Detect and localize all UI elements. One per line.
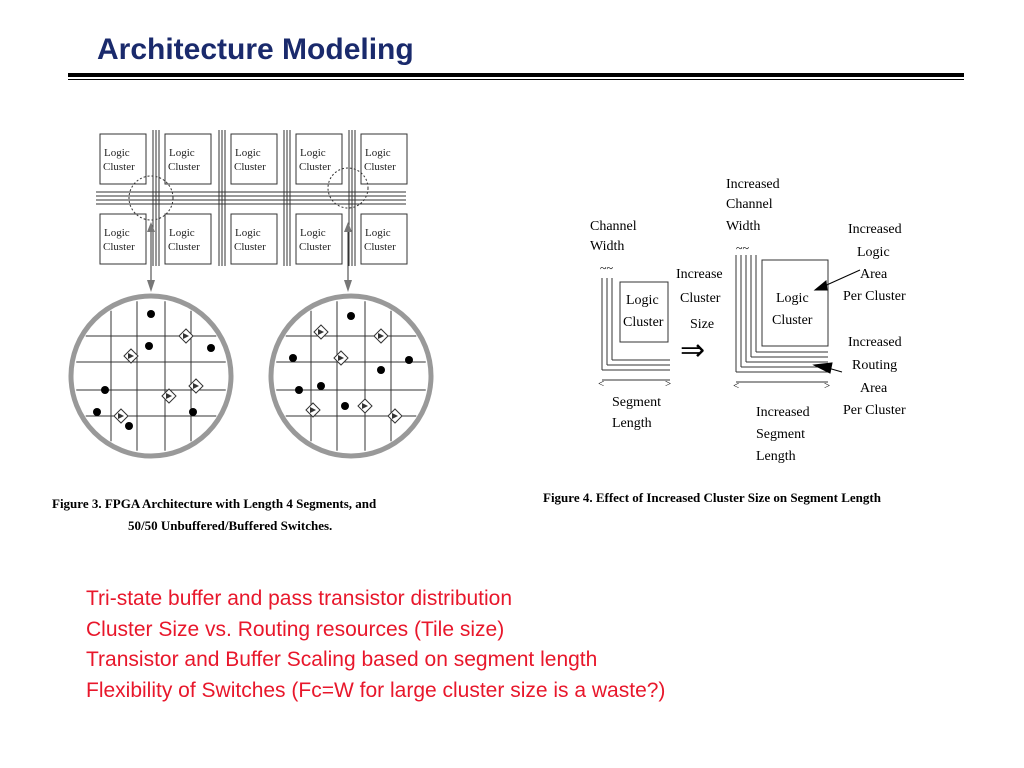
increase-label-3: Size [690,317,714,332]
connection-dot [377,366,385,374]
bullet-item: Cluster Size vs. Routing resources (Tile… [86,617,505,641]
inc-channel-label-3: Width [726,219,760,234]
inc-segment-label-3: Length [756,449,796,464]
connection-dot [125,422,133,430]
logic-cluster-label: Cluster [299,161,331,173]
logic-cluster-label: Logic [169,147,195,159]
logic-cluster-label: Logic [104,147,130,159]
logic-cluster-box [360,213,408,265]
logic-cluster-box [230,213,278,265]
inc-routing-label-4: Per Cluster [843,403,906,418]
large-cluster-label-1: Logic [776,291,809,306]
logic-cluster-label: Cluster [168,161,200,173]
channel-width-label-2: Width [590,239,624,254]
logic-cluster-label: Cluster [234,241,266,253]
logic-cluster-box [360,133,408,185]
large-cluster-label-2: Cluster [772,313,813,328]
inc-routing-label-3: Area [860,381,888,396]
zoom-circles [68,293,434,459]
figure-4-diagram: Channel Width ~~ Logic Cluster < > Segme… [543,177,906,505]
logic-cluster-label: Logic [300,147,326,159]
logic-cluster-label: Cluster [168,241,200,253]
logic-cluster-label: Cluster [103,161,135,173]
segment-arrow-right: > [665,378,671,390]
logic-cluster-box [99,213,147,265]
title-underline-thin [68,79,964,80]
logic-cluster-box [295,213,343,265]
inc-segment-label-1: Increased [756,405,810,420]
connection-dot [347,312,355,320]
logic-cluster-label: Cluster [364,241,396,253]
small-cluster-label-1: Logic [626,293,659,308]
inc-logic-label-3: Area [860,267,888,282]
inc-segment-label-2: Segment [756,427,805,442]
connection-dot [289,354,297,362]
logic-cluster-label: Logic [365,227,391,239]
inc-channel-tilde: ~~ [736,241,749,255]
title-underline [68,73,964,77]
bullet-item: Flexibility of Switches (Fc=W for large … [86,678,666,702]
connection-dot [189,408,197,416]
figure-3-caption-line1: Figure 3. FPGA Architecture with Length … [52,496,377,511]
inc-channel-label-2: Channel [726,197,773,212]
bullet-item: Tri-state buffer and pass transistor dis… [86,587,513,610]
slide-title: Architecture Modeling [97,33,414,66]
segment-length-label-1: Segment [612,395,661,410]
inc-routing-label-1: Increased [848,335,902,350]
logic-cluster-box [295,133,343,185]
logic-cluster-label: Logic [169,227,195,239]
connection-dot [317,382,325,390]
inc-logic-label-2: Logic [857,245,890,260]
bullet-list: Tri-state buffer and pass transistor dis… [86,584,665,706]
logic-cluster-box [99,133,147,185]
increase-label-2: Cluster [680,291,721,306]
connection-dot [101,386,109,394]
connection-dot [93,408,101,416]
logic-cluster-box [164,133,212,185]
logic-cluster-label: Logic [104,227,130,239]
large-cluster-diagram [735,255,829,383]
increase-label-1: Increase [676,267,723,282]
inc-segment-arrow-left: < [733,380,739,392]
segment-arrow-left: < [598,378,604,390]
implies-arrow: ⇒ [680,334,705,367]
inc-segment-arrow-right: > [824,380,830,392]
figure-3-diagram: LogicClusterLogicClusterLogicClusterLogi… [52,130,434,533]
logic-cluster-label: Cluster [299,241,331,253]
zoom-circle [68,293,234,459]
logic-cluster-box [230,133,278,185]
inc-logic-label-4: Per Cluster [843,289,906,304]
channel-width-label-1: Channel [590,219,637,234]
figure-3-caption-line2: 50/50 Unbuffered/Buffered Switches. [128,518,332,533]
connection-dot [405,356,413,364]
inc-logic-label-1: Increased [848,222,902,237]
figure-4: Channel Width ~~ Logic Cluster < > Segme… [530,160,980,510]
bullet-item: Transistor and Buffer Scaling based on s… [86,648,598,671]
logic-cluster-label: Logic [300,227,326,239]
channel-tilde: ~~ [600,261,613,275]
cluster-grid: LogicClusterLogicClusterLogicClusterLogi… [96,130,408,292]
connection-dot [295,386,303,394]
logic-cluster-label: Logic [235,147,261,159]
logic-cluster-label: Cluster [364,161,396,173]
figure-4-caption: Figure 4. Effect of Increased Cluster Si… [543,490,882,505]
segment-length-label-2: Length [612,416,652,431]
connection-dot [341,402,349,410]
connection-dot [145,342,153,350]
logic-cluster-label: Logic [365,147,391,159]
logic-cluster-box [164,213,212,265]
inc-routing-label-2: Routing [852,358,897,373]
inc-channel-label-1: Increased [726,177,780,192]
pointer-arrows [812,269,861,374]
connection-dot [147,310,155,318]
logic-cluster-label: Logic [235,227,261,239]
small-cluster-diagram [601,278,670,381]
small-cluster-label-2: Cluster [623,315,664,330]
connection-dot [207,344,215,352]
logic-cluster-label: Cluster [234,161,266,173]
logic-cluster-label: Cluster [103,241,135,253]
